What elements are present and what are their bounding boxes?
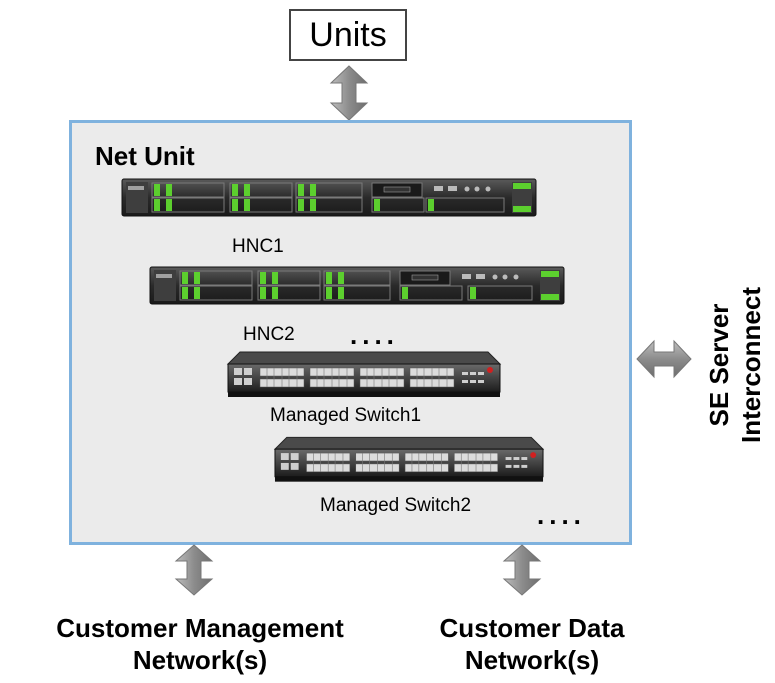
switch-2-image	[273, 436, 545, 482]
switch-2-label: Managed Switch2	[320, 495, 472, 516]
net-unit-title: Net Unit	[95, 141, 195, 171]
server-hnc2-image	[149, 266, 565, 305]
customer-data-network-label: Customer Data Network(s)	[402, 612, 662, 676]
customer-data-line2: Network(s)	[464, 645, 600, 675]
units-box: Units	[289, 9, 407, 61]
customer-management-network-label: Customer Management Network(s)	[10, 612, 390, 676]
switch-1-label: Managed Switch1	[270, 405, 422, 426]
units-double-arrow	[329, 65, 369, 121]
management-double-arrow	[174, 544, 214, 596]
interconnect-label-line1: SE Server	[704, 303, 734, 427]
interconnect-double-arrow	[636, 339, 692, 379]
customer-management-line1: Customer Management	[56, 613, 344, 643]
customer-data-line1: Customer Data	[439, 613, 625, 643]
switch-1-image	[226, 351, 502, 397]
more-servers-ellipsis: ....	[350, 320, 399, 350]
server-hnc2-label: HNC2	[243, 324, 295, 345]
data-double-arrow	[502, 544, 542, 596]
server-hnc1-image	[121, 178, 537, 217]
customer-management-line2: Network(s)	[132, 645, 268, 675]
interconnect-label-line2: Interconnect	[736, 286, 766, 444]
interconnect-label: SE Server Interconnect	[700, 245, 770, 485]
more-switches-ellipsis: ....	[537, 500, 586, 530]
units-label: Units	[309, 15, 387, 54]
server-hnc1-label: HNC1	[232, 236, 284, 257]
